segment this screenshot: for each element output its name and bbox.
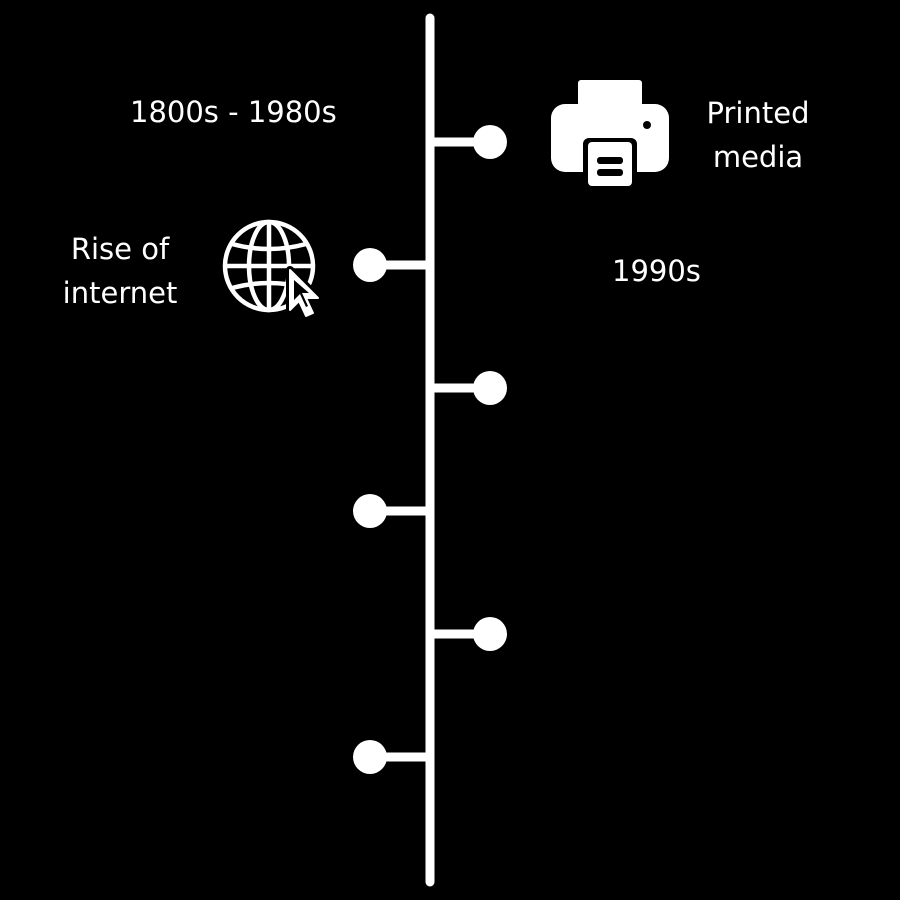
timeline-node-dot: [473, 371, 507, 405]
event-1-title-line-2: media: [712, 140, 804, 174]
globe-cursor-icon: [222, 219, 322, 320]
timeline-node-dot: [473, 617, 507, 651]
timeline-node-dot: [473, 125, 507, 159]
printer-icon: [551, 80, 669, 190]
event-2-title-line-1: Rise of: [70, 232, 170, 266]
event-2-title-line-2: internet: [62, 276, 178, 310]
timeline-node-3: [430, 371, 507, 405]
timeline-node-4: [353, 494, 430, 528]
event-2-title: Rise of internet: [52, 227, 188, 315]
timeline-node-2: [353, 248, 430, 282]
timeline-node-dot: [353, 740, 387, 774]
timeline-nodes: [353, 125, 507, 774]
event-2-period: 1990s: [612, 254, 701, 288]
timeline-node-dot: [353, 248, 387, 282]
timeline-node-5: [430, 617, 507, 651]
event-1-title-line-1: Printed: [706, 96, 810, 130]
event-1-title: Printed media: [694, 91, 822, 179]
timeline-node-dot: [353, 494, 387, 528]
event-1-period: 1800s - 1980s: [130, 95, 337, 129]
timeline-node-1: [430, 125, 507, 159]
timeline-node-6: [353, 740, 430, 774]
